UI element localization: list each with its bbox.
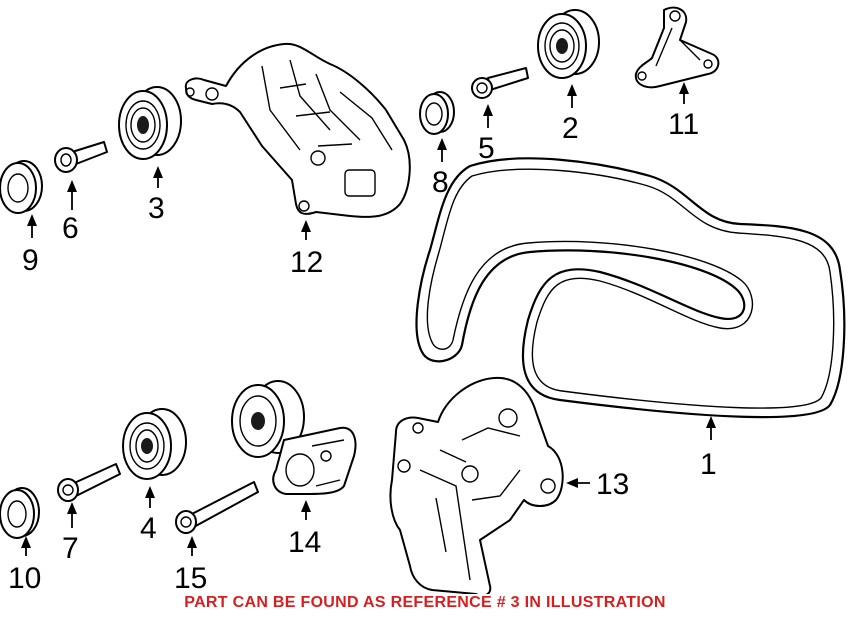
bolt-upper-right xyxy=(471,67,529,99)
pulley-cap-lower xyxy=(0,487,40,539)
pulley-cap-upper xyxy=(419,91,455,135)
callout-5: 5 xyxy=(478,132,495,165)
bolt-long xyxy=(175,481,259,534)
callout-15: 15 xyxy=(174,562,207,594)
drive-belt xyxy=(415,157,846,419)
parts-diagram: 1 2 3 4 5 6 7 8 9 10 11 12 13 14 15 xyxy=(0,6,846,594)
callout-4: 4 xyxy=(140,512,157,545)
idler-pulley-left xyxy=(118,86,182,160)
callout-9: 9 xyxy=(22,244,39,277)
bolt-lower-left xyxy=(57,463,121,502)
support-bracket xyxy=(634,6,720,89)
accessory-bracket xyxy=(184,42,411,218)
callout-14: 14 xyxy=(288,526,321,559)
callout-1: 1 xyxy=(700,448,717,481)
callout-3: 3 xyxy=(148,192,165,225)
reference-note: PART CAN BE FOUND AS REFERENCE # 3 IN IL… xyxy=(184,594,666,611)
callout-2: 2 xyxy=(562,112,579,145)
callout-8: 8 xyxy=(432,166,449,199)
belt-tensioner xyxy=(231,380,357,495)
idler-pulley-upper xyxy=(537,9,600,79)
tensioner-housing xyxy=(389,376,564,594)
idler-pulley-lower xyxy=(122,408,187,480)
bolt-upper-left xyxy=(54,141,108,173)
callout-13: 13 xyxy=(596,468,629,501)
leader-arrows xyxy=(21,82,716,556)
callout-10: 10 xyxy=(8,562,41,594)
callout-12: 12 xyxy=(290,246,323,279)
callout-7: 7 xyxy=(62,532,79,565)
callout-11: 11 xyxy=(668,108,699,141)
pulley-cap-left xyxy=(0,160,43,214)
callout-6: 6 xyxy=(62,212,79,245)
